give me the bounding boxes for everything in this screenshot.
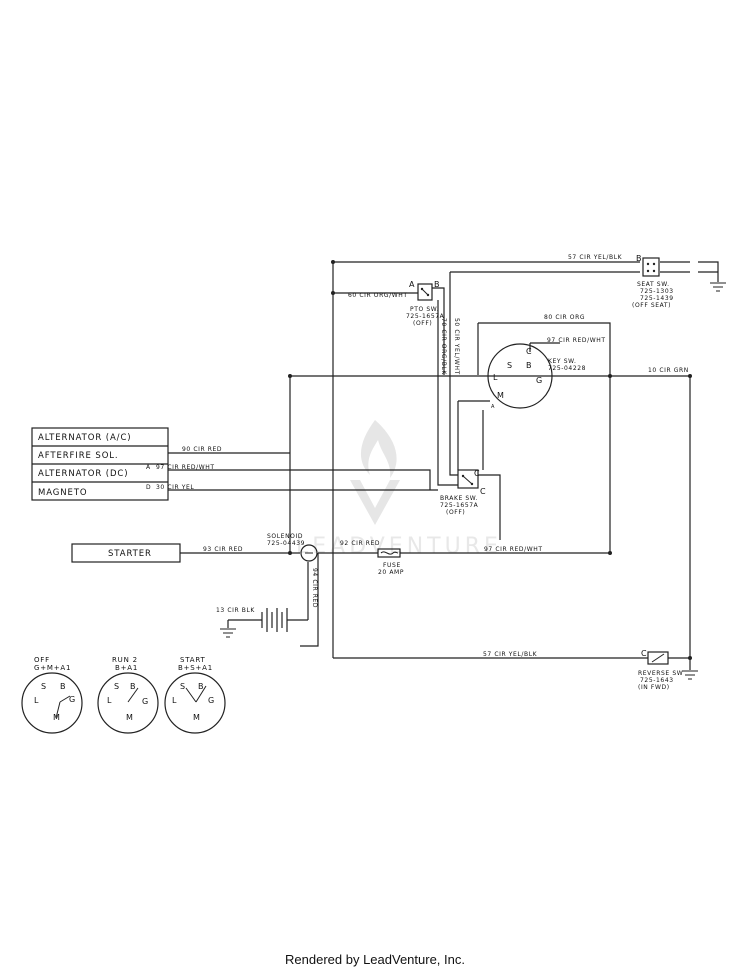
start-terminal-l: L	[172, 696, 177, 705]
fuse-label: FUSE	[383, 562, 401, 569]
seat-switch-state: (OFF SEAT)	[632, 302, 671, 309]
start-terminal-b: B	[198, 682, 204, 691]
wire-13-label: 13 CIR BLK	[216, 607, 255, 614]
run-terminal-m: M	[126, 713, 133, 722]
alternator-dc-label: ALTERNATOR (DC)	[38, 469, 128, 479]
start-terminal-m: M	[193, 713, 200, 722]
key-position-name: RUN 2	[112, 656, 138, 664]
wire-60-label: 60 CIR ORG/WHT	[348, 292, 408, 299]
seat-switch-label: SEAT SW.	[637, 281, 670, 288]
key-terminal-a: A	[491, 404, 495, 410]
off-terminal-b: B	[60, 682, 66, 691]
seat-switch: B SEAT SW. 725-1303 725-1439 (OFF SEAT)	[632, 254, 674, 309]
pto-switch-label: PTO SW.	[410, 306, 439, 313]
key-position-combo: B+S+A1	[178, 664, 213, 672]
wire-90-label: 90 CIR RED	[182, 446, 222, 453]
off-terminal-g: G	[69, 695, 75, 704]
pto-switch: A B PTO SW. 725-1657A (OFF)	[406, 280, 445, 327]
wire-30-label: 30 CIR YEL	[156, 484, 194, 491]
reverse-part-number: 725-1643	[640, 677, 674, 684]
pto-terminal-b: B	[434, 280, 440, 289]
pto-switch-state: (OFF)	[413, 320, 432, 327]
key-terminal-s: S	[507, 361, 512, 370]
wire-30-terminal: D	[146, 484, 151, 491]
watermark-logo: LEADVENTURE	[296, 420, 502, 559]
wire-10-label: 10 CIR GRN	[648, 367, 689, 374]
key-position-run: RUN 2 B+A1 S B L G M	[97, 656, 159, 734]
run-terminal-l: L	[107, 696, 112, 705]
run-terminal-s: S	[114, 682, 119, 691]
wire-97-top-label: 97 CIR RED/WHT	[547, 337, 606, 344]
wire-80-label: 80 CIR ORG	[544, 314, 585, 321]
key-position-name: START	[180, 656, 206, 664]
fuse-rating: 20 AMP	[378, 569, 404, 576]
wire-97-low-label: 97 CIR RED/WHT	[484, 546, 543, 553]
key-switch-label: KEY SW.	[548, 358, 576, 365]
alternator-ac-label: ALTERNATOR (A/C)	[38, 433, 132, 443]
wire-labels: 57 CIR YEL/BLK 60 CIR ORG/WHT 80 CIR ORG…	[146, 254, 689, 658]
key-part-number: 725-04228	[548, 365, 586, 372]
key-position-combo: G+M+A1	[34, 664, 71, 672]
junction-dots	[288, 260, 692, 660]
reverse-switch: C REVERSE SW 725-1643 (IN FWD)	[638, 649, 683, 691]
brake-switch-state: (OFF)	[446, 509, 465, 516]
footer-credit: Rendered by LeadVenture, Inc.	[285, 952, 465, 967]
seat-terminal-b: B	[636, 254, 642, 263]
key-terminal-m: M	[497, 391, 504, 400]
run-terminal-g: G	[142, 697, 148, 706]
off-terminal-m: M	[53, 713, 60, 722]
solenoid-label: SOLENOID	[267, 533, 303, 540]
seat-part-number-1: 725-1303	[640, 288, 674, 295]
ground-symbols	[220, 282, 726, 680]
starter-box: STARTER	[71, 543, 181, 563]
wire-57-top-label: 57 CIR YEL/BLK	[568, 254, 623, 261]
component-box: ALTERNATOR (A/C) AFTERFIRE SOL. ALTERNAT…	[31, 427, 169, 501]
magneto-label: MAGNETO	[38, 488, 88, 498]
brake-switch: C C BRAKE SW. 725-1657A (OFF)	[440, 469, 486, 516]
wire-50-label: 50 CIR YEL/WHT	[453, 318, 460, 375]
afterfire-sol-label: AFTERFIRE SOL.	[38, 451, 119, 461]
fuse-symbol: FUSE 20 AMP	[377, 548, 404, 576]
seat-part-number-2: 725-1439	[640, 295, 674, 302]
wire-93-label: 93 CIR RED	[203, 546, 243, 553]
key-terminal-g: G	[536, 376, 542, 385]
wire-94-label: 94 CIR RED	[311, 568, 318, 608]
brake-terminal-c2: C	[480, 487, 486, 496]
brake-switch-label: BRAKE SW.	[440, 495, 478, 502]
reverse-switch-state: (IN FWD)	[638, 684, 670, 691]
watermark-text: LEADVENTURE	[296, 534, 502, 559]
key-position-start: START B+S+A1 S B L G M	[164, 656, 226, 734]
key-position-off: OFF G+M+A1 S B L G M	[21, 656, 83, 734]
key-position-combo: B+A1	[115, 664, 138, 672]
wire-97-mid-terminal: A	[146, 464, 151, 471]
start-terminal-s: S	[180, 682, 185, 691]
pto-part-number: 725-1657A	[406, 313, 445, 320]
solenoid-part-number: 725-04439	[267, 540, 305, 547]
reverse-switch-label: REVERSE SW	[638, 670, 683, 677]
brake-part-number: 725-1657A	[440, 502, 479, 509]
key-terminal-c: C	[526, 347, 532, 356]
pto-terminal-a: A	[409, 280, 415, 289]
wire-92-label: 92 CIR RED	[340, 540, 380, 547]
key-terminal-l: L	[493, 373, 498, 382]
starter-label: STARTER	[108, 549, 152, 559]
start-terminal-g: G	[208, 696, 214, 705]
wire-97-mid-label: 97 CIR RED/WHT	[156, 464, 215, 471]
key-terminal-b: B	[526, 361, 532, 370]
reverse-terminal-c: C	[641, 649, 647, 658]
battery-symbol	[261, 608, 308, 632]
key-position-name: OFF	[34, 656, 50, 664]
key-switch: S B C L G M A KEY SW. 725-04228	[487, 343, 586, 410]
off-terminal-l: L	[34, 696, 39, 705]
wire-57-bottom-label: 57 CIR YEL/BLK	[483, 651, 538, 658]
run-terminal-b: B	[130, 682, 136, 691]
wire-70-label: 70 CIR ORG/BLK	[440, 318, 447, 375]
solenoid-symbol: SOLENOID 725-04439	[267, 533, 318, 562]
brake-terminal-c: C	[474, 469, 480, 478]
off-terminal-s: S	[41, 682, 46, 691]
